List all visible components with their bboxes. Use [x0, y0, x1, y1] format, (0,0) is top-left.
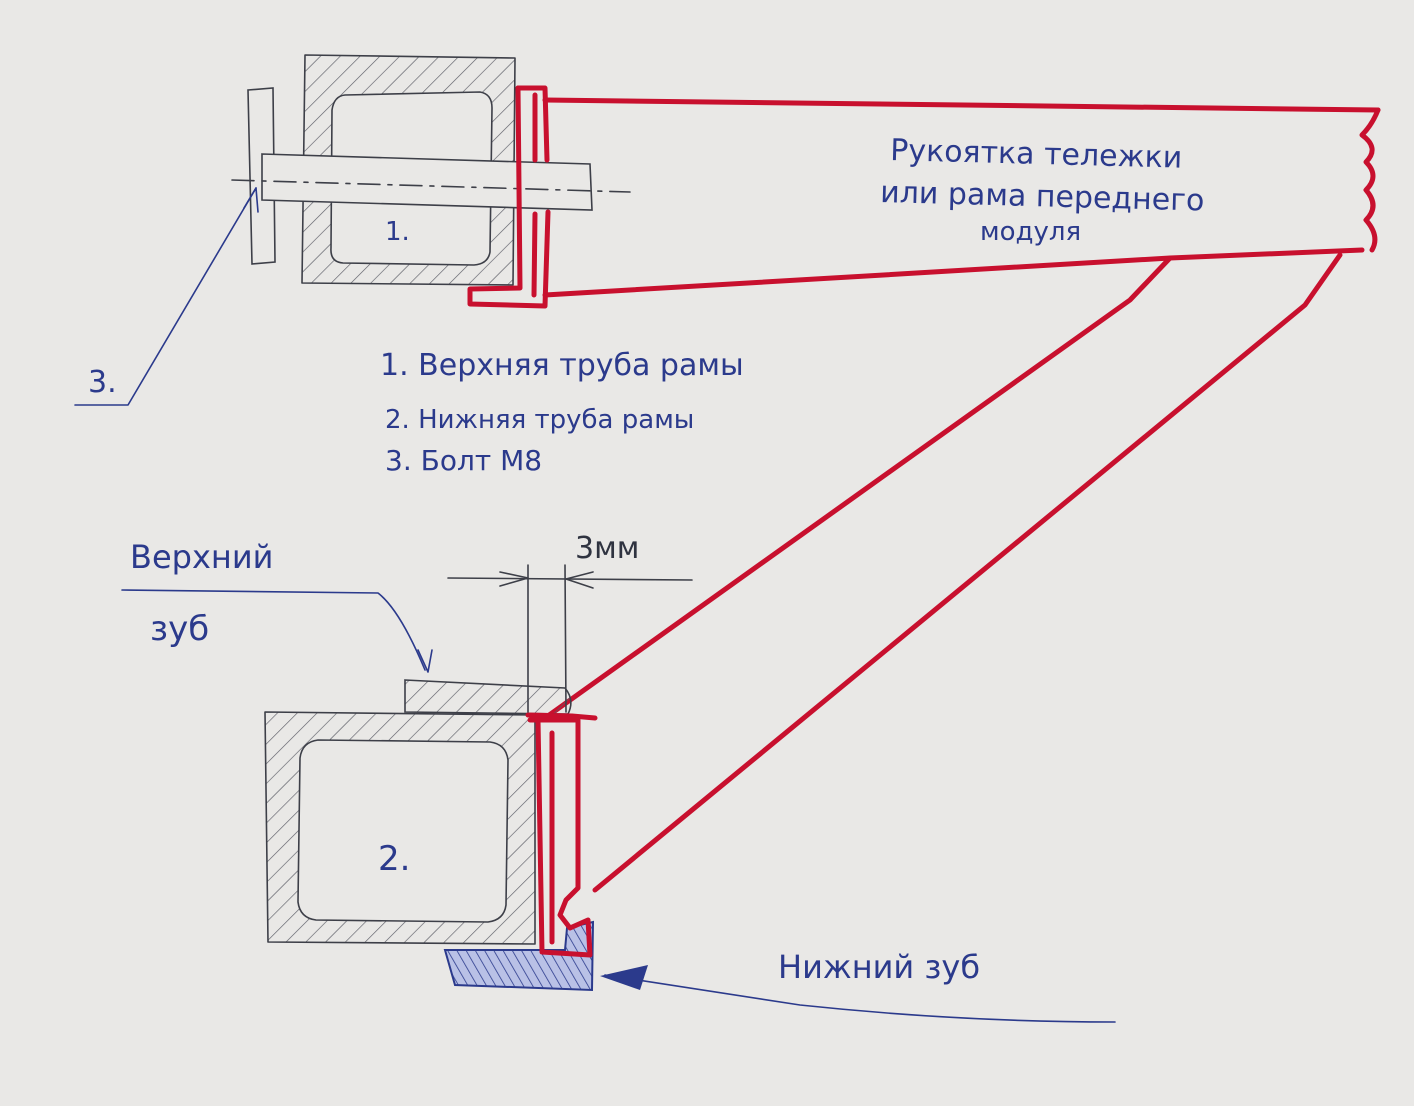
handle-label-line3: модуля: [980, 217, 1081, 247]
legend-item-2: 2. Нижняя труба рамы: [385, 405, 694, 435]
upper-tooth-callout: [121, 589, 433, 673]
upper-tooth-label-line2: зуб: [150, 609, 209, 649]
bolt-callout-label: 3.: [88, 365, 117, 400]
lower-section-label: 2.: [378, 839, 410, 879]
strut: [542, 252, 1343, 893]
upper-section-label: 1.: [385, 217, 410, 247]
lower-bracket: [525, 712, 598, 958]
lower-tooth: [443, 920, 595, 992]
bolt-callout: [74, 187, 259, 406]
legend-item-1: 1. Верхняя труба рамы: [380, 348, 744, 383]
legend: 1. Верхняя труба рамы 2. Нижняя труба ра…: [380, 348, 744, 477]
upper-tooth: [404, 679, 572, 715]
upper-bracket: [467, 85, 551, 309]
handle-label-line2: или рама переднего: [880, 175, 1205, 218]
handle-label-line1: Рукоятка тележки: [890, 133, 1183, 176]
lower-tooth-label: Нижний зуб: [778, 948, 980, 986]
gap-dimension: [447, 564, 693, 713]
lower-tooth-callout: [600, 965, 1116, 1023]
upper-tooth-label-line1: Верхний: [130, 538, 273, 576]
gap-dimension-label: 3мм: [575, 531, 639, 566]
legend-item-3: 3. Болт М8: [385, 444, 542, 477]
lower-tube-section: [264, 711, 536, 945]
bolt-shank: [231, 153, 631, 211]
